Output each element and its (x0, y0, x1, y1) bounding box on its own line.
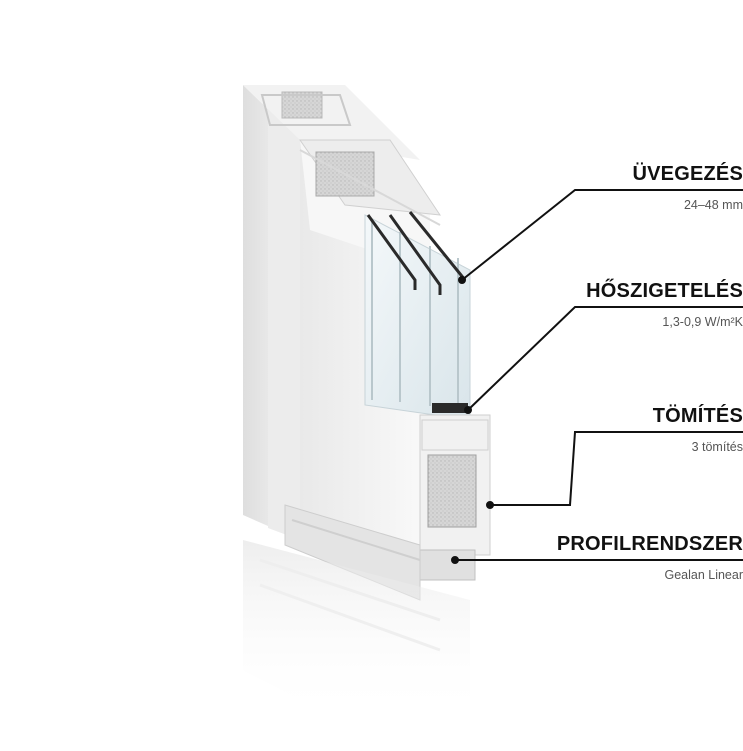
leader-dot-glazing (458, 276, 466, 284)
bottom-profile-section (398, 414, 491, 581)
leader-dot-profile (451, 556, 459, 564)
callout-glazing: ÜVEGEZÉS 24–48 mm (632, 163, 743, 212)
glazing-unit (364, 211, 471, 421)
callout-seal-subtitle: 3 tömítés (691, 440, 743, 454)
leader-glazing (461, 189, 743, 281)
callout-seal: TÖMÍTÉS 3 tömítés (653, 405, 743, 454)
callout-profile-title: PROFILRENDSZER (556, 533, 743, 555)
callout-glazing-subtitle: 24–48 mm (683, 198, 743, 212)
callout-profile-subtitle: Gealan Linear (664, 568, 743, 582)
callout-insulation-subtitle: 1,3-0,9 W/m²K (662, 315, 743, 329)
callout-seal-title: TÖMÍTÉS (652, 405, 743, 427)
callout-insulation: HŐSZIGETELÉS 1,3-0,9 W/m²K (586, 280, 743, 329)
callout-glazing-title: ÜVEGEZÉS (632, 163, 743, 185)
leader-dot-seal (486, 501, 494, 509)
leader-dot-insulation (464, 406, 472, 414)
floor-reflection (243, 540, 470, 720)
callout-leaders (451, 189, 743, 564)
leader-insulation (467, 306, 743, 411)
callout-insulation-title: HŐSZIGETELÉS (586, 280, 743, 302)
leader-seal (490, 431, 743, 506)
callout-profile: PROFILRENDSZER Gealan Linear (557, 533, 743, 582)
